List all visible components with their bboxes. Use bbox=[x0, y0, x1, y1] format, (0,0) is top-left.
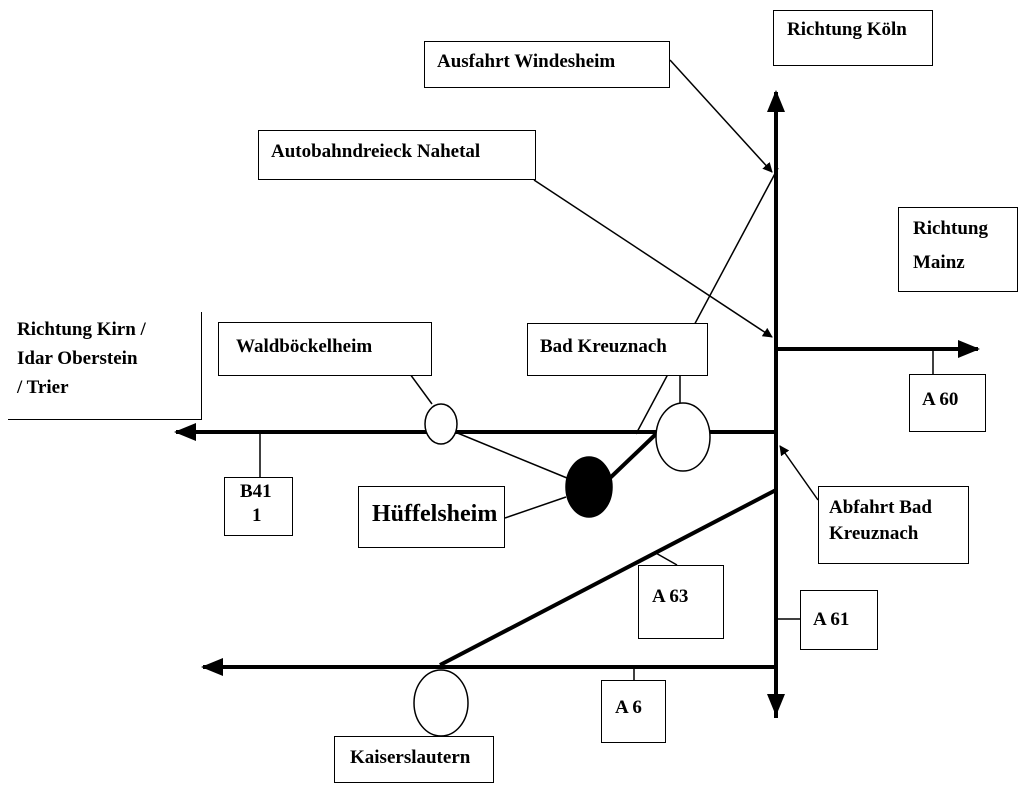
junction-nahetal-label: Autobahndreieck Nahetal bbox=[271, 141, 481, 162]
direction-kirn: Richtung Kirn / Idar Oberstein / Trier bbox=[8, 312, 202, 420]
road-a63-badge: A 63 bbox=[638, 565, 724, 639]
road-a61-badge: A 61 bbox=[800, 590, 878, 650]
direction-mainz-line2: Mainz bbox=[913, 252, 965, 273]
road-a6-badge: A 6 bbox=[601, 680, 666, 743]
nahetal-link bbox=[635, 167, 779, 435]
town-bad-kreuznach-callout: Bad Kreuznach bbox=[527, 323, 708, 376]
waldboeckelheim-leader bbox=[409, 373, 433, 405]
kaiserslautern-marker bbox=[413, 669, 469, 737]
town-hueffelsheim-label: Hüffelsheim bbox=[372, 501, 498, 527]
town-hueffelsheim-callout: Hüffelsheim bbox=[358, 486, 505, 548]
road-a60-badge: A 60 bbox=[909, 374, 986, 432]
road-a60-label: A 60 bbox=[922, 389, 959, 410]
direction-mainz-line1: Richtung bbox=[913, 218, 988, 239]
junction-nahetal-callout: Autobahndreieck Nahetal bbox=[258, 130, 536, 180]
hueffelsheim-leader bbox=[504, 496, 567, 519]
road-b41-line2: 1 bbox=[252, 505, 262, 526]
windesheim-leader bbox=[669, 59, 773, 173]
abfahrt-leader bbox=[779, 445, 819, 501]
a63-label-leader bbox=[653, 551, 678, 566]
road-a6-label: A 6 bbox=[615, 697, 642, 718]
junction-abfahrt-line1: Abfahrt Bad bbox=[829, 497, 932, 518]
road-b41-badge: B41 1 bbox=[224, 477, 293, 536]
waldboeckelheim-hueffelsheim-road bbox=[454, 431, 568, 479]
road-a63-label: A 63 bbox=[652, 586, 689, 607]
direction-koeln-label: Richtung Köln bbox=[787, 19, 907, 40]
hueffelsheim-connector bbox=[608, 432, 658, 480]
direction-mainz: Richtung Mainz bbox=[898, 207, 1018, 292]
direction-kirn-line3: / Trier bbox=[17, 377, 69, 398]
junction-abfahrt-callout: Abfahrt Bad Kreuznach bbox=[818, 486, 969, 564]
direction-kirn-line2: Idar Oberstein bbox=[17, 348, 138, 369]
direction-koeln: Richtung Köln bbox=[773, 10, 933, 66]
town-bad-kreuznach-label: Bad Kreuznach bbox=[540, 336, 667, 357]
town-kaiserslautern-label: Kaiserslautern bbox=[350, 747, 471, 768]
town-waldboeckelheim-callout: Waldböckelheim bbox=[218, 322, 432, 376]
a63-road bbox=[439, 488, 777, 667]
junction-windesheim-label: Ausfahrt Windesheim bbox=[437, 51, 616, 72]
town-waldboeckelheim-label: Waldböckelheim bbox=[236, 336, 373, 357]
junction-windesheim-callout: Ausfahrt Windesheim bbox=[424, 41, 670, 88]
direction-kirn-line1: Richtung Kirn / bbox=[17, 319, 146, 340]
road-b41-line1: B41 bbox=[240, 481, 272, 502]
town-kaiserslautern-callout: Kaiserslautern bbox=[334, 736, 494, 783]
nahetal-leader bbox=[533, 179, 773, 338]
hueffelsheim-marker bbox=[565, 456, 613, 518]
junction-abfahrt-line2: Kreuznach bbox=[829, 523, 919, 544]
waldboeckelheim-marker bbox=[424, 403, 458, 445]
bad-kreuznach-marker bbox=[655, 402, 711, 472]
road-a61-label: A 61 bbox=[813, 609, 850, 630]
